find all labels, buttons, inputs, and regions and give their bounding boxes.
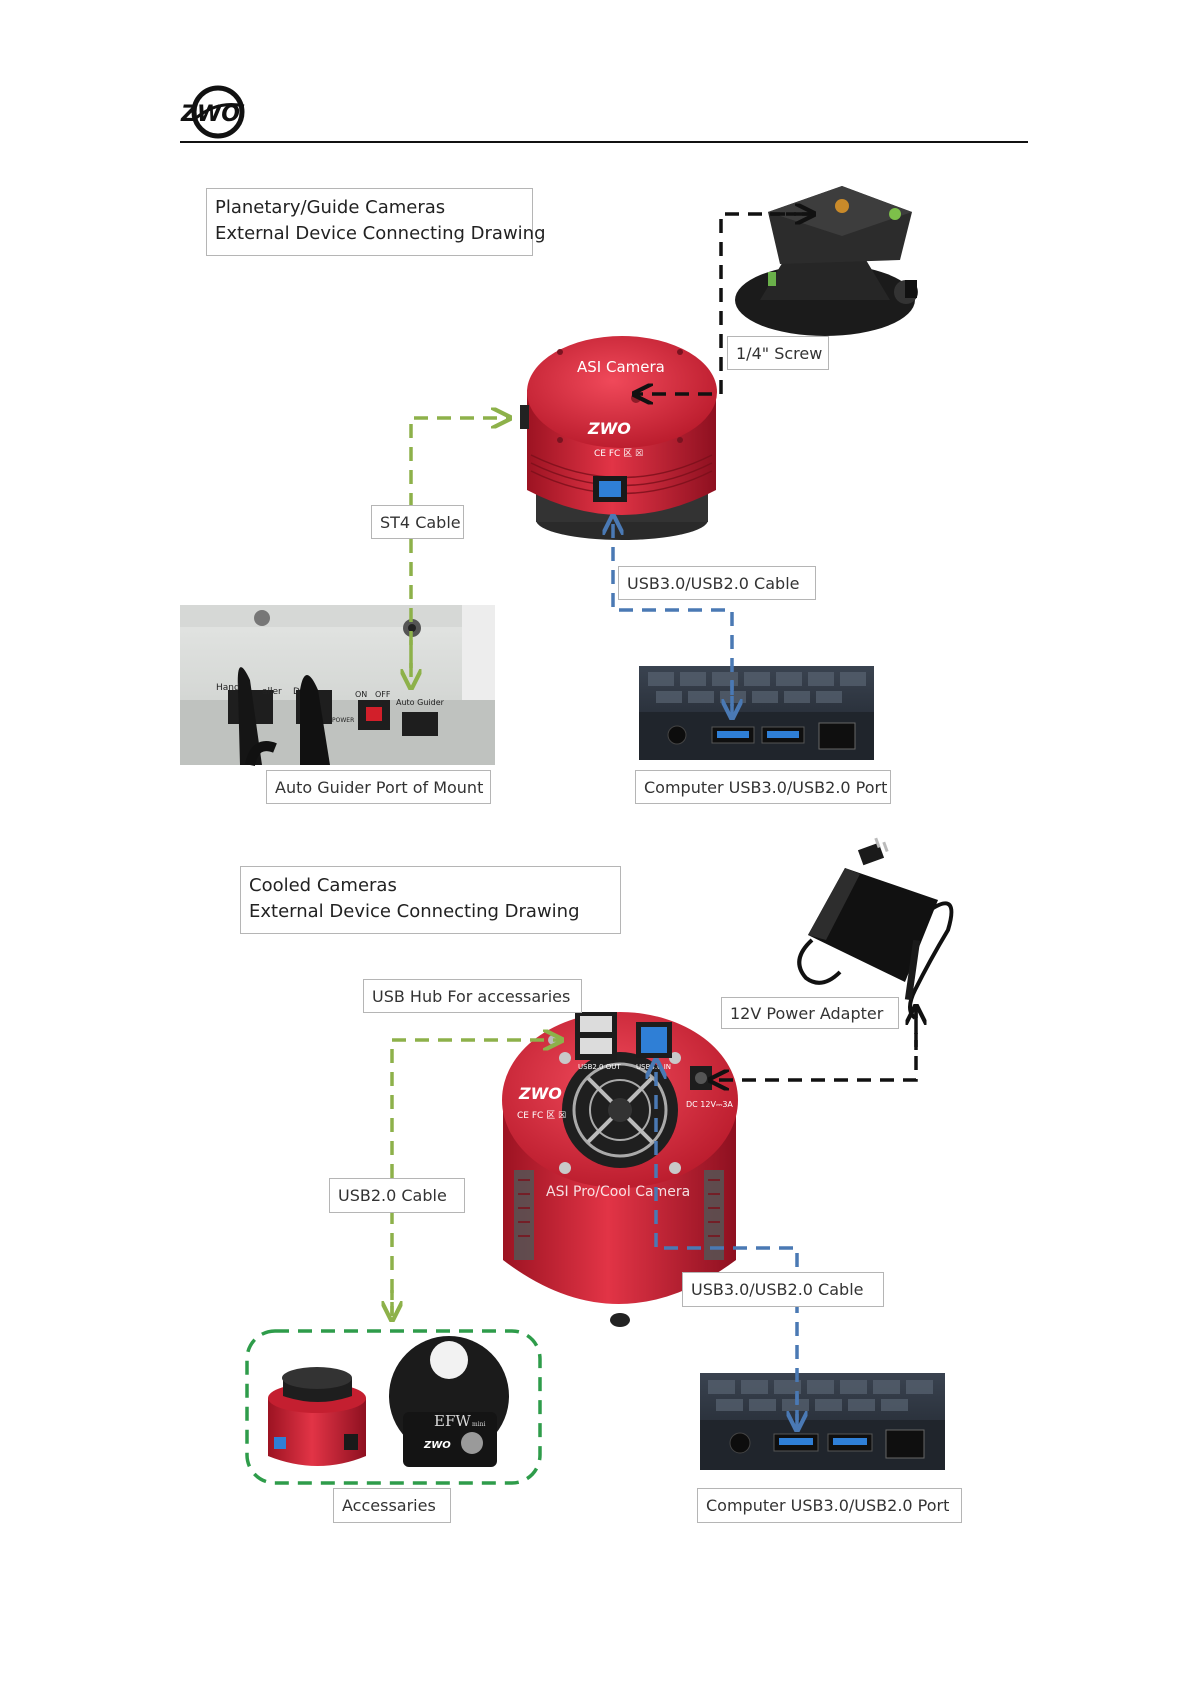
asi-camera-label: ASI Camera — [577, 358, 665, 376]
planetary-section-title: Planetary/Guide Cameras External Device … — [206, 188, 546, 256]
usb2-out-label: USB2.0 OUT — [578, 1063, 621, 1071]
cooled-section-title: Cooled Cameras External Device Connectin… — [240, 866, 621, 934]
usb-cable-line-1 — [613, 518, 734, 718]
dc-label: DC 12V⎓3A — [686, 1100, 733, 1109]
cooled-camera-cert: CE FC 区 ☒ — [517, 1110, 566, 1121]
cooled-camera-label: ASI Pro/Cool Camera — [546, 1184, 690, 1200]
computer-port-label-1: Computer USB3.0/USB2.0 Port — [635, 770, 891, 804]
mount-d-text: D — [293, 687, 300, 697]
ball-head-image — [735, 186, 918, 336]
screw-label: 1/4" Screw — [727, 336, 829, 370]
planetary-title-line2: External Device Connecting Drawing — [215, 223, 546, 244]
mount-port-image: Hand aller D POWER ON OFF Auto Guider — [180, 605, 495, 767]
laptop-port-image-1 — [639, 666, 874, 760]
efw-label: EFW — [434, 1412, 471, 1430]
cooled-camera-image: USB2.0 OUT USB3.0 IN DC 12V⎓3A ZWO CE FC… — [502, 1012, 738, 1327]
mount-off-text: OFF — [375, 690, 391, 699]
mount-port-label: Auto Guider Port of Mount — [266, 770, 491, 804]
usb3-in-port-icon — [641, 1027, 667, 1053]
auto-guider-socket-icon — [402, 712, 438, 736]
mount-controller-text: aller — [262, 687, 282, 697]
usb-cable-label-2: USB3.0/USB2.0 Cable — [682, 1272, 884, 1307]
efw-sub-label: mini — [472, 1421, 485, 1428]
usb-cable-line-2 — [656, 1062, 799, 1428]
header-logo-text: ZWO — [180, 102, 240, 127]
mount-power-text: POWER — [332, 717, 354, 724]
laptop-port-image-2 — [700, 1373, 945, 1470]
mount-hand-text: Hand — [216, 683, 240, 693]
usb2-cable-label: USB2.0 Cable — [329, 1178, 465, 1213]
usb-cable-label-1: USB3.0/USB2.0 Cable — [618, 566, 816, 600]
cooled-camera-brand: ZWO — [518, 1084, 562, 1103]
computer-port-label-2: Computer USB3.0/USB2.0 Port — [697, 1488, 962, 1523]
accessaries-label: Accessaries — [333, 1488, 451, 1523]
screw-line — [636, 212, 808, 394]
asi-camera-image: ASI Camera ZWO CE FC 区 ☒ — [520, 336, 717, 540]
power-adapter-image — [797, 837, 954, 1020]
cooled-title-line1: Cooled Cameras — [249, 875, 397, 896]
guide-camera-accessory-image — [268, 1367, 366, 1466]
efw-filter-wheel-image: EFW mini ZWO — [389, 1336, 509, 1467]
usb2-cable-line — [390, 1040, 560, 1316]
st4-cable-label: ST4 Cable — [371, 505, 464, 539]
cooled-title-line2: External Device Connecting Drawing — [249, 901, 580, 922]
usb2-out-port-icon-top — [580, 1016, 612, 1032]
zwo-logo-icon: ZWO — [180, 85, 245, 139]
mount-auto-guider-text: Auto Guider — [396, 698, 445, 707]
asi-camera-brand: ZWO — [587, 419, 631, 438]
power-adapter-label: 12V Power Adapter — [721, 997, 899, 1029]
mount-on-text: ON — [355, 690, 367, 699]
usb-hub-label: USB Hub For accessaries — [363, 979, 582, 1013]
accessaries-group-outline — [245, 1329, 542, 1485]
usb2-out-port-icon-bottom — [580, 1038, 612, 1054]
usb3-in-label: USB3.0 IN — [636, 1063, 671, 1071]
usb3-port-icon — [599, 481, 621, 497]
planetary-title-line1: Planetary/Guide Cameras — [215, 197, 446, 218]
power-switch-icon — [366, 707, 382, 721]
st4-port-icon — [520, 405, 529, 429]
asi-camera-cert: CE FC 区 ☒ — [594, 448, 643, 459]
efw-brand-label: ZWO — [423, 1440, 451, 1451]
